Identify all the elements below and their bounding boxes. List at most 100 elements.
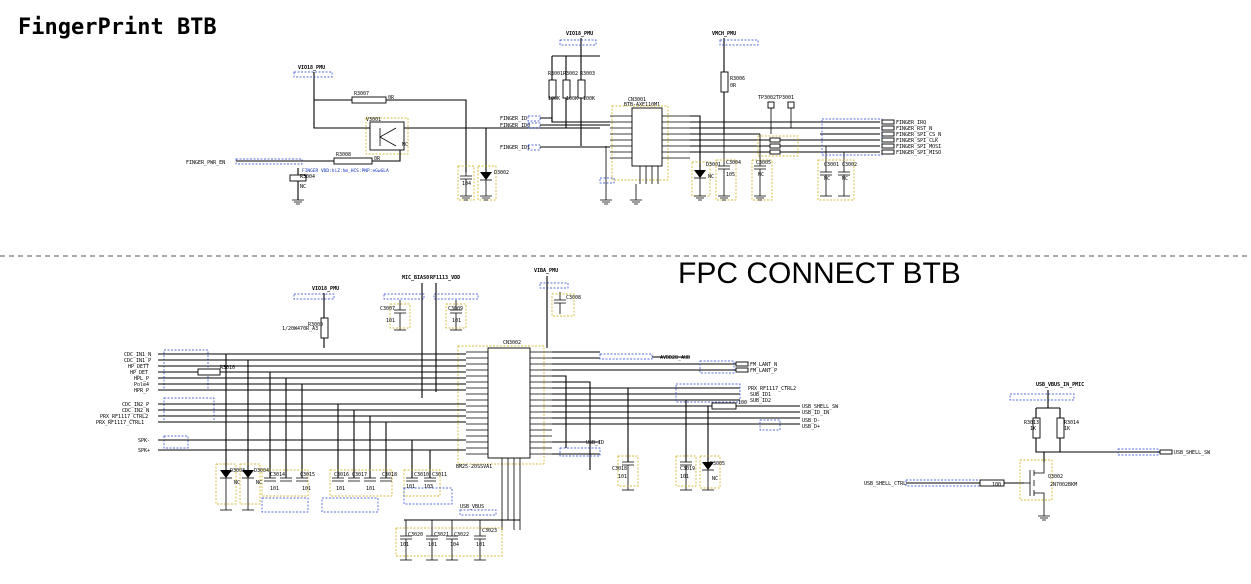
- fingerprint-net-flags: FINGER_IRQ FINGER_RST_N FINGER_SPI_CS_N …: [820, 118, 941, 156]
- svg-text:R3004: R3004: [300, 174, 315, 180]
- svg-text:105: 105: [726, 172, 735, 178]
- svg-text:BM25-20SSVA1: BM25-20SSVA1: [456, 464, 492, 470]
- svg-text:VIO18_PMU: VIO18_PMU: [298, 65, 325, 71]
- svg-text:FINGER_ID0: FINGER_ID0: [500, 123, 530, 129]
- svg-text:C3004: C3004: [726, 160, 741, 166]
- svg-text:101: 101: [428, 542, 437, 548]
- svg-text:BTB-AXE110M1: BTB-AXE110M1: [624, 102, 660, 108]
- net-finger-id: FINGER_ID FINGER_ID0 FINGER_ID1: [500, 115, 610, 151]
- svg-text:PRX_RF1117_CTRL2: PRX_RF1117_CTRL2: [100, 414, 148, 420]
- svg-text:104: 104: [450, 542, 459, 548]
- svg-text:C3017: C3017: [352, 472, 367, 478]
- svg-text:D3003: D3003: [230, 468, 245, 474]
- svg-text:USB_SHELL_SW: USB_SHELL_SW: [802, 404, 839, 410]
- svg-text:2N7002BKM: 2N7002BKM: [1050, 482, 1077, 488]
- capacitor-c3019: C3019 101: [675, 455, 697, 491]
- capacitor-c3004: C3004 105: [715, 134, 741, 201]
- svg-text:RF1113_VDD: RF1113_VDD: [430, 275, 460, 281]
- svg-text:Q3002: Q3002: [1048, 474, 1063, 480]
- svg-text:VMCH_PMU: VMCH_PMU: [712, 31, 736, 37]
- svg-text:100K: 100K: [548, 96, 560, 102]
- svg-text:100K: 100K: [566, 96, 578, 102]
- svg-text:NC: NC: [708, 174, 714, 180]
- capacitor-c3001-c3002: C3001 C3002 NC NC: [817, 146, 857, 201]
- svg-text:SUB_ID2: SUB_ID2: [750, 398, 771, 404]
- svg-text:C3014: C3014: [270, 472, 285, 478]
- svg-text:NC: NC: [402, 142, 408, 148]
- fingerprint-section-title: FingerPrint BTB: [18, 15, 217, 40]
- svg-text:NC: NC: [842, 176, 848, 182]
- svg-text:C3023: C3023: [482, 528, 497, 534]
- svg-text:C3018: C3018: [612, 466, 627, 472]
- svg-text:VIO18_PMU: VIO18_PMU: [312, 286, 339, 292]
- power-rail-viba: VIBA_PMU C3008: [534, 268, 581, 348]
- fpc-circuit: VIO18_PMU R3009 1/20W470R_A3 MIC_BIAS0 R…: [96, 268, 1211, 561]
- svg-text:FINGER_SPI_MISO: FINGER_SPI_MISO: [896, 150, 941, 156]
- svg-text:NC: NC: [712, 476, 718, 482]
- svg-text:0R: 0R: [388, 95, 395, 101]
- svg-text:101: 101: [406, 484, 415, 490]
- svg-text:NC: NC: [256, 480, 262, 486]
- svg-text:Pole4: Pole4: [134, 382, 149, 388]
- fpc-left-nets: CDC_IN1_N CDC_IN1_P HP_DETT HP_DET HPL_P…: [96, 349, 466, 454]
- power-rail-vmch: VMCH_PMU: [712, 31, 759, 72]
- svg-text:C3001: C3001: [824, 162, 839, 168]
- svg-text:FINGER_SPI_MOSI: FINGER_SPI_MOSI: [896, 144, 941, 150]
- svg-text:R3006: R3006: [730, 76, 745, 82]
- svg-text:R3009: R3009: [308, 322, 323, 328]
- svg-text:HPL_P: HPL_P: [134, 376, 149, 382]
- svg-text:HPR_P: HPR_P: [134, 388, 149, 394]
- svg-text:101: 101: [618, 474, 627, 480]
- svg-text:FM_LANT_N: FM_LANT_N: [750, 362, 777, 368]
- svg-text:FM_LANT_P: FM_LANT_P: [750, 368, 777, 374]
- svg-text:101: 101: [680, 474, 689, 480]
- mosfet-q3002: Q3002 2N7002BKM: [1019, 452, 1077, 521]
- svg-text:C3010: C3010: [414, 472, 429, 478]
- svg-text:C3020: C3020: [408, 532, 423, 538]
- svg-text:100: 100: [992, 482, 1001, 488]
- capacitor-group-c3011: C3010 C3011 101 103: [403, 469, 453, 505]
- fpc-section-title: FPC CONNECT BTB: [678, 257, 961, 290]
- svg-text:FINGER_SPI_CS_N: FINGER_SPI_CS_N: [896, 132, 941, 138]
- power-rail-mic-bias: MIC_BIAS0 RF1113_VDD: [383, 275, 479, 398]
- svg-text:V3001: V3001: [366, 117, 381, 123]
- svg-text:C3019: C3019: [680, 466, 695, 472]
- svg-text:MIC_BIAS0: MIC_BIAS0: [402, 275, 429, 281]
- svg-text:C3018: C3018: [382, 472, 397, 478]
- svg-text:1/20W470R_A3: 1/20W470R_A3: [282, 326, 318, 332]
- svg-text:C3021: C3021: [434, 532, 449, 538]
- svg-text:CN3002: CN3002: [503, 340, 521, 346]
- svg-text:FINGER_PWR_EN: FINGER_PWR_EN: [186, 160, 225, 166]
- svg-text:AVDD28_AUD: AVDD28_AUD: [660, 355, 690, 361]
- test-points: TP3002 TP3001: [758, 95, 795, 134]
- tvs-diode-d3004: D3004 NC: [239, 463, 269, 511]
- svg-text:101: 101: [366, 486, 375, 492]
- usb-shell-control: USB_VBUS_IN_PMIC R3013 R3014 1K 1K USB_S…: [864, 382, 1211, 488]
- svg-text:100K: 100K: [583, 96, 595, 102]
- svg-text:R3013: R3013: [1024, 420, 1039, 426]
- svg-text:NC: NC: [300, 184, 306, 190]
- svg-text:101: 101: [386, 318, 395, 324]
- capacitor-c3007: C3007 101: [380, 300, 411, 331]
- capacitor-group-c3016: C3016 C3017 C3018 101 101: [321, 469, 397, 513]
- svg-text:USB_ID_IN: USB_ID_IN: [802, 410, 829, 416]
- svg-text:FINGER_IRQ: FINGER_IRQ: [896, 120, 926, 126]
- svg-text:FINGER_ID: FINGER_ID: [500, 116, 527, 122]
- power-rail-vio18-fpc: VIO18_PMU R3009 1/20W470R_A3: [282, 286, 339, 348]
- svg-text:C3007: C3007: [380, 306, 395, 312]
- svg-text:NC: NC: [758, 172, 764, 178]
- svg-text:NC: NC: [824, 176, 830, 182]
- capacitor-c3005: C3005 NC: [751, 134, 773, 201]
- svg-text:R3007: R3007: [354, 91, 369, 97]
- svg-text:C3002: C3002: [842, 162, 857, 168]
- svg-text:R3014: R3014: [1064, 420, 1079, 426]
- tvs-diode-d3005: D3005 NC: [699, 455, 725, 491]
- svg-text:D3004: D3004: [254, 468, 269, 474]
- svg-text:R3003: R3003: [580, 71, 595, 77]
- svg-text:101: 101: [336, 486, 345, 492]
- svg-text:R3002: R3002: [563, 71, 578, 77]
- svg-text:R3001: R3001: [548, 71, 563, 77]
- svg-text:D3002: D3002: [494, 170, 509, 176]
- svg-text:FINGER VDD:hiZ:hm_HCS:PNP:eGwG: FINGER VDD:hiZ:hm_HCS:PNP:eGwGLA: [302, 168, 389, 174]
